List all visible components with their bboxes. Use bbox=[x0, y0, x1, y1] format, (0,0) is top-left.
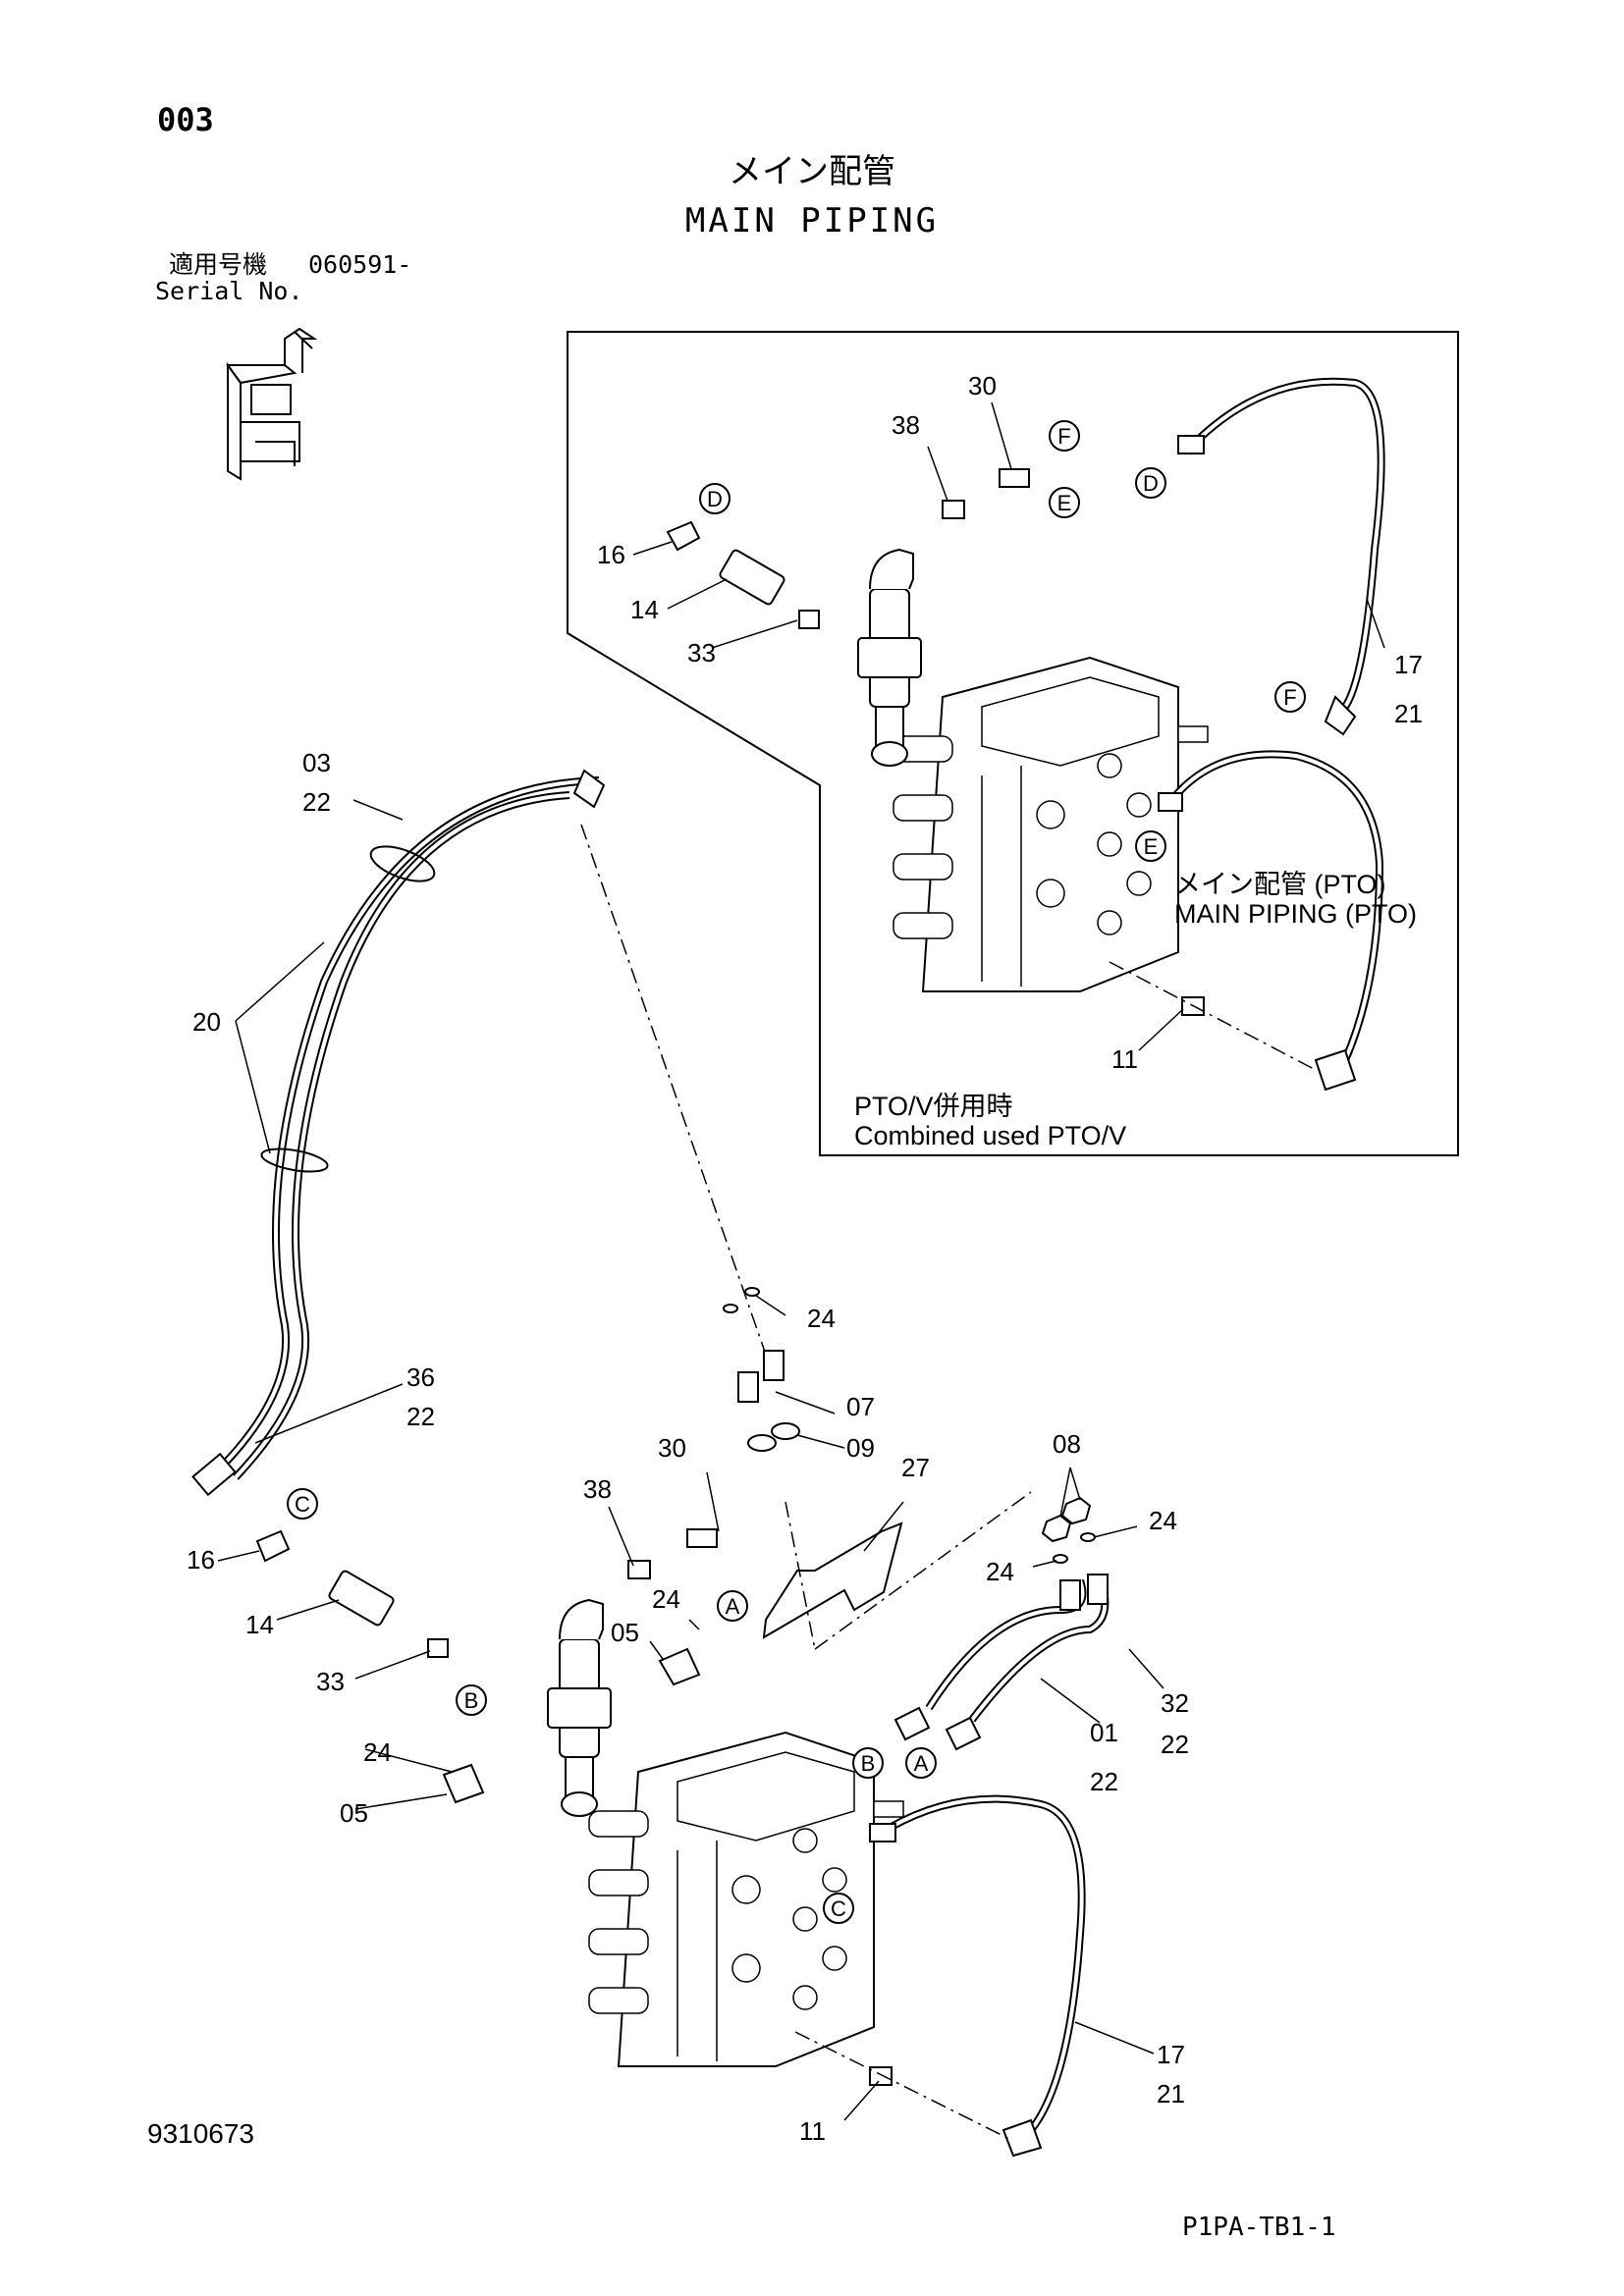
part-22-d: 22 bbox=[1161, 1730, 1189, 1759]
part-09: 09 bbox=[846, 1433, 875, 1463]
part-22-a: 22 bbox=[302, 787, 331, 817]
orientation-cube-icon bbox=[226, 327, 318, 481]
svg-text:B: B bbox=[861, 1751, 876, 1776]
part-05-a: 05 bbox=[611, 1618, 639, 1647]
part-17: 17 bbox=[1157, 2040, 1185, 2069]
part-05-b: 05 bbox=[340, 1798, 368, 1828]
svg-text:C: C bbox=[831, 1896, 846, 1921]
part-20: 20 bbox=[192, 1007, 221, 1037]
marker-a-main-hose: A bbox=[905, 1747, 937, 1779]
part-24-a: 24 bbox=[807, 1304, 836, 1333]
inset-part-16: 16 bbox=[597, 540, 625, 569]
svg-text:F: F bbox=[1057, 424, 1070, 449]
part-01: 01 bbox=[1090, 1718, 1118, 1747]
inset-part-21: 21 bbox=[1394, 699, 1423, 728]
inset-ref-title-jp: メイン配管 (PTO) bbox=[1174, 870, 1386, 899]
marker-f-inset-right: F bbox=[1274, 681, 1306, 713]
document-number: 9310673 bbox=[147, 2118, 255, 2149]
inset-valve-assembly bbox=[666, 377, 1385, 1092]
svg-text:D: D bbox=[1143, 471, 1159, 496]
marker-e-inset-top: E bbox=[1049, 487, 1080, 518]
part-21: 21 bbox=[1157, 2079, 1185, 2109]
part-08: 08 bbox=[1053, 1429, 1081, 1459]
part-36: 36 bbox=[406, 1362, 435, 1392]
page-code: P1PA-TB1-1 bbox=[1182, 2213, 1336, 2242]
svg-text:F: F bbox=[1283, 685, 1296, 710]
part-24-b: 24 bbox=[1149, 1506, 1177, 1535]
connection-markers: D F E D F E C A B B A C bbox=[287, 420, 1306, 1924]
part-24-d: 24 bbox=[652, 1584, 680, 1614]
part-32: 32 bbox=[1161, 1688, 1189, 1718]
inset-frame bbox=[567, 331, 1459, 1156]
svg-text:C: C bbox=[295, 1492, 310, 1517]
marker-b-main-left: B bbox=[456, 1684, 487, 1716]
main-valve-assembly bbox=[191, 769, 1110, 2158]
inset-ref-title-en: MAIN PIPING (PTO) bbox=[1174, 899, 1418, 929]
inset-part-11: 11 bbox=[1111, 1044, 1138, 1074]
title-japanese: メイン配管 bbox=[729, 152, 895, 191]
svg-text:A: A bbox=[914, 1751, 929, 1776]
part-24-e: 24 bbox=[363, 1737, 392, 1767]
inset-note-en: Combined used PTO/V bbox=[854, 1121, 1127, 1150]
title-english: MAIN PIPING bbox=[684, 201, 940, 240]
svg-text:D: D bbox=[707, 487, 723, 511]
marker-c-main-top: C bbox=[287, 1488, 318, 1520]
marker-d-inset-right: D bbox=[1135, 467, 1166, 499]
marker-e-inset-middle: E bbox=[1135, 830, 1166, 862]
svg-text:A: A bbox=[726, 1594, 740, 1619]
marker-c-main-right: C bbox=[823, 1893, 854, 1924]
inset-part-38: 38 bbox=[892, 410, 920, 440]
inset-part-17: 17 bbox=[1394, 650, 1423, 679]
part-14: 14 bbox=[245, 1610, 274, 1639]
part-16: 16 bbox=[187, 1545, 215, 1575]
inset-note-jp: PTO/V併用時 bbox=[854, 1092, 1013, 1121]
marker-a-main-center: A bbox=[717, 1590, 748, 1622]
marker-b-main-hose: B bbox=[852, 1747, 884, 1779]
part-07: 07 bbox=[846, 1392, 875, 1421]
part-30: 30 bbox=[658, 1433, 686, 1463]
svg-text:B: B bbox=[464, 1688, 479, 1713]
inset-part-30: 30 bbox=[968, 371, 997, 400]
part-38: 38 bbox=[583, 1474, 612, 1504]
part-27: 27 bbox=[901, 1453, 930, 1482]
leader-lines bbox=[217, 401, 1385, 2121]
part-22-c: 22 bbox=[1090, 1767, 1118, 1796]
serial-label-japanese: 適用号機 bbox=[169, 250, 268, 279]
page-number: 003 bbox=[157, 101, 214, 138]
serial-label-english: Serial No. bbox=[155, 277, 303, 305]
marker-d-inset-left: D bbox=[699, 483, 731, 514]
part-22-b: 22 bbox=[406, 1402, 435, 1431]
part-24-c: 24 bbox=[986, 1557, 1014, 1586]
marker-f-inset-top: F bbox=[1049, 420, 1080, 452]
part-33: 33 bbox=[316, 1667, 345, 1696]
svg-text:E: E bbox=[1144, 834, 1159, 859]
part-11: 11 bbox=[799, 2116, 826, 2146]
inset-part-33: 33 bbox=[687, 638, 716, 667]
part-03: 03 bbox=[302, 748, 331, 777]
svg-text:E: E bbox=[1057, 491, 1072, 515]
serial-number-value: 060591- bbox=[308, 250, 412, 279]
inset-part-14: 14 bbox=[630, 595, 659, 624]
